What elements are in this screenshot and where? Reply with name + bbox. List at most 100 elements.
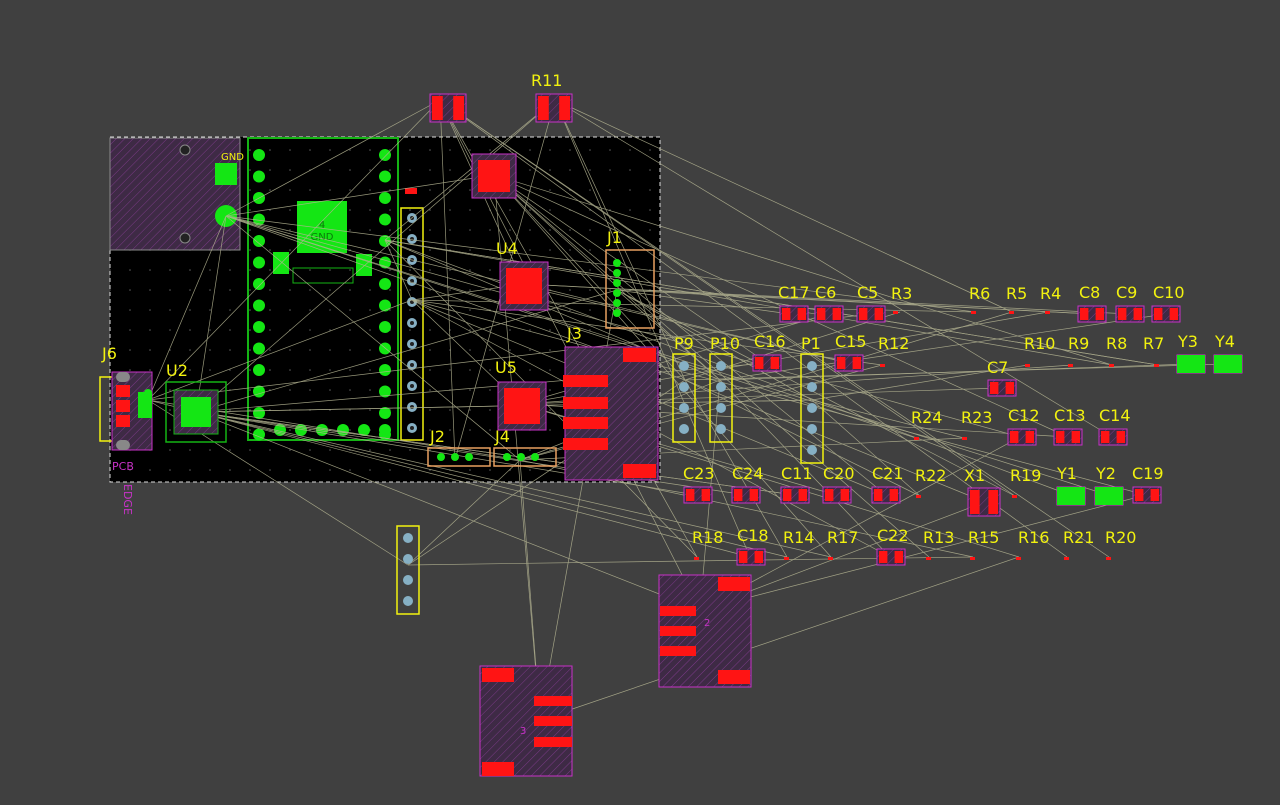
ref-label-j6: J6 xyxy=(101,344,117,363)
smd-component[interactable] xyxy=(780,486,810,504)
smd-component[interactable] xyxy=(429,93,467,123)
resistor-pad[interactable] xyxy=(970,557,975,560)
mcu-module[interactable]: 4 GND xyxy=(247,137,417,441)
resistor-pad[interactable] xyxy=(914,437,919,440)
resistor-pad[interactable] xyxy=(828,557,833,560)
resistor-pad[interactable] xyxy=(926,557,931,560)
through-hole-header[interactable] xyxy=(427,447,491,467)
smd-component[interactable] xyxy=(736,548,766,566)
smd-component[interactable] xyxy=(1053,428,1083,446)
smd-component[interactable] xyxy=(1094,486,1124,506)
smd-component[interactable] xyxy=(1056,486,1086,506)
ref-label-u5: U5 xyxy=(495,358,517,377)
smd-component[interactable] xyxy=(1077,305,1107,323)
ref-label-c19: C19 xyxy=(1132,464,1164,483)
through-hole-header[interactable] xyxy=(672,353,696,443)
resistor-pad[interactable] xyxy=(1064,557,1069,560)
smd-component[interactable] xyxy=(967,487,1001,517)
through-hole-header[interactable] xyxy=(493,447,557,467)
rj-connector[interactable]: GND xyxy=(109,137,244,251)
smd-component[interactable] xyxy=(683,486,713,504)
resistor-pad[interactable] xyxy=(1025,364,1030,367)
ref-label-r18: R18 xyxy=(692,528,723,547)
ref-label-c12: C12 xyxy=(1008,406,1040,425)
through-hole-header[interactable] xyxy=(396,525,420,615)
ref-label-r15: R15 xyxy=(968,528,999,547)
ref-label-r14: R14 xyxy=(783,528,814,547)
gnd-label: GND xyxy=(221,152,244,163)
ref-label-c22: C22 xyxy=(877,526,909,545)
smd-component[interactable] xyxy=(752,354,782,372)
resistor-pad[interactable] xyxy=(1045,311,1050,314)
ref-label-c24: C24 xyxy=(732,464,764,483)
resistor-pad[interactable] xyxy=(694,557,699,560)
resistor-pad[interactable] xyxy=(1109,364,1114,367)
ref-label-r20: R20 xyxy=(1105,528,1136,547)
ref-label-c5: C5 xyxy=(857,283,878,302)
ref-label-c23: C23 xyxy=(683,464,715,483)
smd-component[interactable] xyxy=(1176,354,1206,374)
ref-label-c11: C11 xyxy=(781,464,813,483)
resistor-pad[interactable] xyxy=(405,189,410,192)
ic-package[interactable] xyxy=(471,153,517,199)
ref-label-c14: C14 xyxy=(1099,406,1131,425)
ref-label-r13: R13 xyxy=(923,528,954,547)
resistor-pad[interactable] xyxy=(1106,557,1111,560)
power-jack-3[interactable]: 3 xyxy=(479,665,573,777)
power-jack-2[interactable]: 2 xyxy=(658,574,752,688)
resistor-pad[interactable] xyxy=(880,364,885,367)
components-layer[interactable] xyxy=(396,93,1243,615)
header-strip[interactable] xyxy=(400,207,424,441)
ic-U2[interactable] xyxy=(165,381,227,443)
ref-label-y2: Y2 xyxy=(1095,464,1116,483)
smd-component[interactable] xyxy=(1151,305,1181,323)
resistor-pad[interactable] xyxy=(784,557,789,560)
ref-label-j3: J3 xyxy=(566,324,582,343)
ic-package[interactable] xyxy=(499,261,549,311)
header-pins xyxy=(407,213,417,433)
smd-component[interactable] xyxy=(731,486,761,504)
connector-J1[interactable] xyxy=(605,249,655,329)
connector-J3[interactable] xyxy=(563,346,659,481)
resistor-pad[interactable] xyxy=(1012,495,1017,498)
smd-component[interactable] xyxy=(779,305,809,323)
resistor-pad[interactable] xyxy=(1016,557,1021,560)
ref-label-r22: R22 xyxy=(915,466,946,485)
ref-label-r5: R5 xyxy=(1006,284,1027,303)
smd-component[interactable] xyxy=(822,486,852,504)
module-label: 4 xyxy=(319,220,325,231)
ref-label-r17: R17 xyxy=(827,528,858,547)
through-hole-header[interactable] xyxy=(800,353,824,464)
smd-component[interactable] xyxy=(814,305,844,323)
smd-component[interactable] xyxy=(1132,486,1162,504)
smd-component[interactable] xyxy=(987,379,1017,397)
resistor-pad[interactable] xyxy=(1009,311,1014,314)
ref-label-u2: U2 xyxy=(166,361,188,380)
resistor-pad[interactable] xyxy=(1154,364,1159,367)
smd-component[interactable] xyxy=(535,93,573,123)
smd-component[interactable] xyxy=(871,486,901,504)
smd-component[interactable] xyxy=(856,305,886,323)
ref-label-r11: R11 xyxy=(531,71,562,90)
smd-component[interactable] xyxy=(1115,305,1145,323)
resistor-pad[interactable] xyxy=(962,437,967,440)
smd-component[interactable] xyxy=(834,354,864,372)
smd-component[interactable] xyxy=(876,548,906,566)
smd-component[interactable] xyxy=(1007,428,1037,446)
smd-component[interactable] xyxy=(1098,428,1128,446)
usb-connector-J6[interactable] xyxy=(99,371,153,451)
resistor-pad[interactable] xyxy=(971,311,976,314)
ref-label-c8: C8 xyxy=(1079,283,1100,302)
ref-label-r9: R9 xyxy=(1068,334,1089,353)
resistor-pad[interactable] xyxy=(893,311,898,314)
resistor-pad[interactable] xyxy=(1068,364,1073,367)
through-hole-header[interactable] xyxy=(709,353,733,443)
resistor-pad[interactable] xyxy=(916,495,921,498)
ref-label-y3: Y3 xyxy=(1177,332,1198,351)
ref-label-r12: R12 xyxy=(878,334,909,353)
smd-component[interactable] xyxy=(1213,354,1243,374)
ic-package[interactable] xyxy=(497,381,547,431)
ref-label-p9: P9 xyxy=(674,334,694,353)
